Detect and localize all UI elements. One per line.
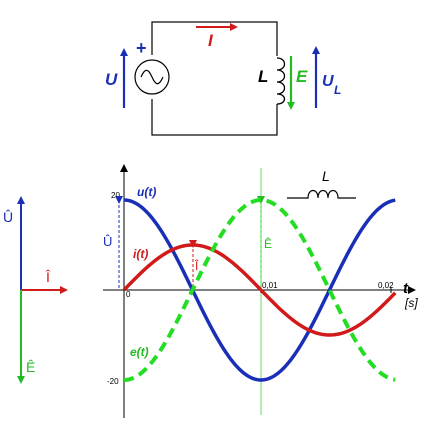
phasor-diagram: Û Î Ê [3,196,68,384]
series-layer [122,198,397,382]
u-amplitude-label: Û [103,234,112,249]
series-i-line [122,243,397,337]
inductor-label: L [258,67,268,86]
series-u-line [123,198,396,382]
unit-label: [s] [404,296,418,310]
sine-wave-icon [140,69,164,85]
phasor-e-label: Ê [26,359,35,375]
tick-label-0: 0 [126,290,131,299]
inductor-coil-icon [276,57,286,105]
i-amplitude-label: Î [194,258,199,273]
t-axis-label: t [403,280,409,297]
time-plot: t [s] 0 0,01 0,02 20 -20 Û Î Ê u(t) i(t)… [103,164,418,418]
source-voltage-label: U [105,70,118,89]
tick-label-002: 0,02 [378,281,394,290]
inductor-voltage-subscript: L [334,83,341,97]
y-max-label: 20 [111,191,120,200]
current-label: I [208,31,214,50]
e-curve-label: e(t) [130,345,149,359]
phasor-i-label: Î [45,269,51,285]
source-plus-sign: + [136,38,147,58]
u-curve-label: u(t) [137,185,156,199]
i-curve-label: i(t) [133,247,148,261]
series-e-line [123,198,396,382]
e-amplitude-label: Ê [264,236,272,251]
circuit: + U I L E U L [105,21,341,136]
emf-label: E [296,67,308,86]
tick-label-001: 0,01 [262,281,278,290]
y-min-label: -20 [107,377,119,386]
legend-inductor-label: L [322,168,330,184]
inductor-voltage-label: U [322,73,334,90]
legend-coil-icon [287,189,356,199]
phasor-u-label: Û [3,209,13,225]
